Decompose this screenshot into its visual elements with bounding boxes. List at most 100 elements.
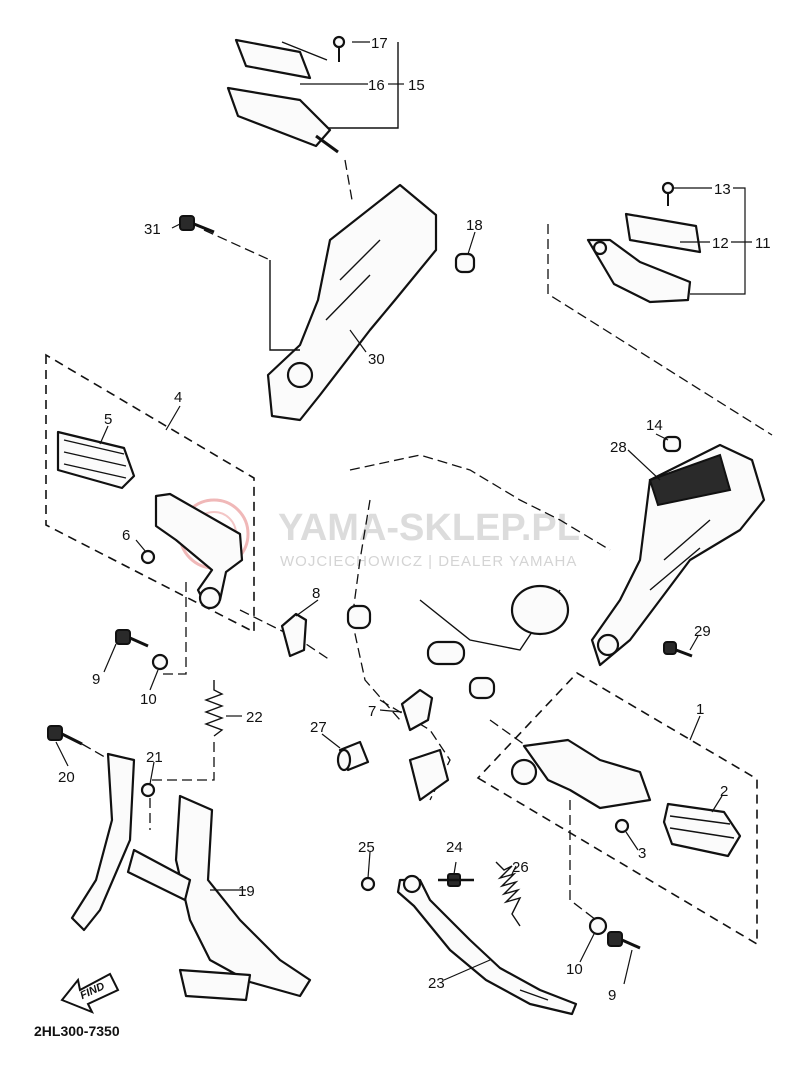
watermark-subtitle: WOJCIECHOWICZ | DEALER YAMAHA [280, 553, 577, 570]
callout-29: 29 [694, 623, 711, 640]
footrest-1 [522, 738, 652, 810]
rear-footrest-bracket-right [590, 443, 766, 667]
frame-left-footrest-assembly [45, 353, 255, 634]
side-stand-23 [396, 874, 578, 1016]
washer-10-right-icon [588, 916, 608, 936]
main-stand-crossbar [126, 848, 192, 902]
spring-22-icon [204, 680, 224, 737]
callout-27: 27 [310, 719, 327, 736]
main-stand-left-leg [70, 752, 136, 932]
callout-9-right: 9 [608, 987, 616, 1004]
bracket-30-hole [286, 361, 314, 389]
callout-23: 23 [428, 975, 445, 992]
frame-top-rail [349, 454, 611, 551]
rear-footrest-left-assembly [226, 35, 346, 154]
pin-3-icon [614, 818, 630, 834]
footrest-rubber-2 [662, 802, 742, 858]
screw-17-icon [332, 35, 346, 49]
callout-22: 22 [246, 709, 263, 726]
assembly-frames [45, 41, 773, 946]
spring-26-icon [495, 861, 522, 927]
bolt-9-right-icon [607, 931, 641, 950]
callout-14: 14 [646, 417, 663, 434]
callout-3: 3 [638, 845, 646, 862]
callout-26: 26 [512, 859, 529, 876]
bracket-28-pad [648, 453, 732, 507]
frame-rear-footrest-right [547, 224, 773, 436]
side-stand-pivot [402, 874, 422, 894]
callout-28: 28 [610, 439, 627, 456]
bolt-9-left-icon [115, 629, 149, 648]
callout-24: 24 [446, 839, 463, 856]
dealer-watermark: YAMA-SKLEP.PL WOJCIECHOWICZ | DEALER YAM… [178, 498, 580, 570]
collar-18-icon [454, 252, 476, 274]
watermark-title: YAMA-SKLEP.PL [278, 507, 580, 549]
callout-20: 20 [58, 769, 75, 786]
motorcycle-frame-outline [239, 454, 621, 802]
callout-10-right: 10 [566, 961, 583, 978]
callout-13: 13 [714, 181, 731, 198]
frame-pivot-boss [510, 584, 570, 636]
main-stand-foot [178, 968, 252, 1002]
callout-1: 1 [696, 701, 704, 718]
main-stand-right-leg [174, 794, 312, 998]
rear-footrest-bracket-left [203, 159, 438, 422]
side-stand-arm [396, 878, 578, 1016]
callout-labels: 17 16 15 13 12 11 31 18 30 4 5 6 8 9 10 … [58, 35, 771, 1004]
leader-lines [55, 41, 752, 985]
callout-17: 17 [371, 35, 388, 52]
footrest-4 [154, 492, 244, 608]
diagram-code: 2HL300-7350 [34, 1023, 120, 1039]
callout-10-left: 10 [140, 691, 157, 708]
frame-right-footrest-assembly [476, 671, 758, 946]
callout-16: 16 [368, 77, 385, 94]
callout-18: 18 [466, 217, 483, 234]
front-footrest-left-assembly [56, 430, 244, 610]
bracket-7-icon [400, 688, 434, 732]
bolt-29-icon [663, 641, 693, 658]
pin-25-icon [360, 876, 376, 892]
rear-footrest-rubber-left [234, 38, 312, 80]
frame-lug-2 [468, 676, 496, 700]
bushing-27-icon [336, 740, 370, 772]
screw-13-icon [661, 181, 675, 195]
bracket-8-icon [280, 612, 308, 658]
find-arrow-icon[interactable]: FIND [60, 972, 120, 1014]
callout-15: 15 [408, 77, 425, 94]
frame-rear-footrest-left [281, 41, 399, 129]
bracket-28-hole [596, 633, 620, 657]
pin-21-icon [140, 782, 156, 798]
callout-21: 21 [146, 749, 163, 766]
callout-30: 30 [368, 351, 385, 368]
rear-footrest-rubber-right [624, 212, 702, 254]
frame-lug-3 [346, 604, 372, 630]
bracket-30 [266, 183, 438, 422]
rear-footrest-right [586, 238, 692, 304]
frame-lug-1 [426, 640, 466, 666]
footrest-rubber-5 [56, 430, 136, 490]
callout-11: 11 [755, 235, 771, 252]
sidestand-bracket [408, 748, 450, 802]
main-stand-19 [70, 752, 312, 1002]
footrest-1-pivot [510, 758, 538, 786]
bracket-28 [590, 443, 766, 667]
front-footrest-right-assembly [510, 738, 742, 921]
callout-7: 7 [368, 703, 376, 720]
rear-footrest-left [226, 86, 332, 148]
callout-2: 2 [720, 783, 728, 800]
callout-5: 5 [104, 411, 112, 428]
rear-footrest-pin-left [315, 134, 339, 154]
callout-9-left: 9 [92, 671, 100, 688]
frame-lower-rail [379, 699, 451, 801]
collar-14-icon [662, 435, 682, 453]
bolt-20-icon [47, 725, 83, 746]
bolt-31-icon [179, 215, 215, 234]
callout-19: 19 [238, 883, 255, 900]
bolt-24-icon [438, 873, 474, 887]
rear-footrest-pivot-right [592, 240, 608, 256]
callout-31: 31 [144, 221, 161, 238]
callout-25: 25 [358, 839, 375, 856]
callout-8: 8 [312, 585, 320, 602]
